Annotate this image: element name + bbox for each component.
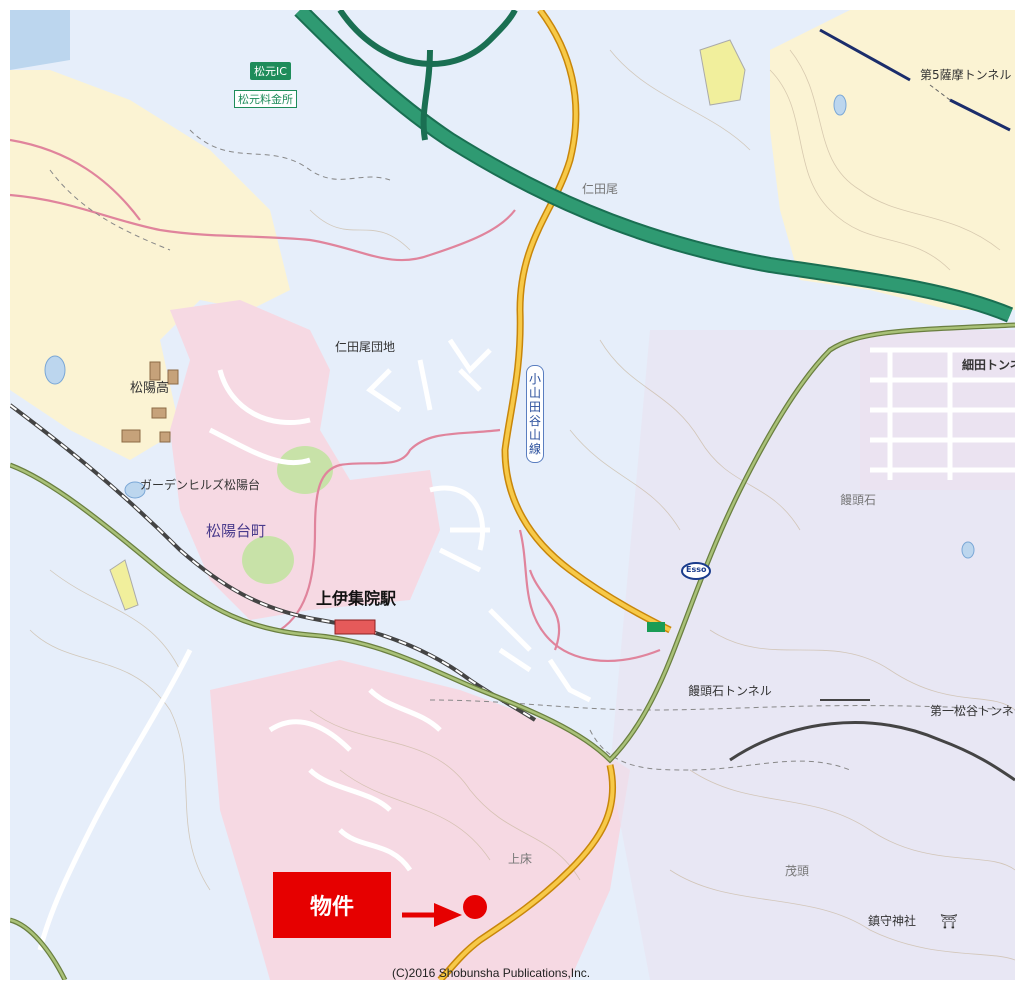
national-roads [10, 322, 1015, 980]
pond-2 [124, 481, 146, 499]
park-shoyodai [242, 536, 294, 584]
local-roads [10, 138, 661, 662]
area-label-nitao: 仁田尾 [582, 182, 619, 196]
water-top-left [10, 10, 70, 70]
route-badge: 小 山 田 谷 山 線 [526, 365, 544, 463]
pond-3 [833, 94, 847, 116]
tollgate-label[interactable]: 松元料金所 [234, 90, 297, 108]
forest-area-northwest [10, 70, 290, 460]
tunnel-label-hosoda: 細田トンネ [962, 358, 1015, 372]
tunnel-label-daiichi-matsutani: 第一松谷トンネ [930, 704, 1014, 718]
copyright-notice: (C)2016 Shobunsha Publications,Inc. [392, 966, 591, 980]
parking-icon [647, 622, 665, 632]
contour-lines [29, 49, 1015, 961]
pond-1 [44, 355, 66, 385]
school-label[interactable]: 松陽高 [130, 381, 170, 396]
shrine-icon: ⛩ [940, 914, 958, 930]
pond-4 [961, 541, 975, 559]
area-label-shoyodai-cho: 松陽台町 [206, 522, 267, 540]
tunnel-label-satsuma: 第5薩摩トンネル [920, 68, 1012, 82]
area-label-nitao-danchi: 仁田尾団地 [335, 340, 396, 354]
tunnel-label-manjuishi: 饅頭石トンネル [688, 684, 772, 698]
expressway [294, 10, 1014, 323]
route-badge-char: 線 [528, 442, 541, 456]
station-building [334, 619, 376, 635]
route-badge-char: 山 [528, 428, 541, 442]
property-marker [463, 895, 487, 919]
park-west [109, 559, 139, 611]
route-badge-char: 田 [528, 400, 541, 414]
gas-station-label[interactable]: Esso [686, 565, 707, 574]
route-badge-char: 小 [528, 372, 541, 386]
gas-station-icon [681, 562, 711, 580]
minor-roads [37, 338, 1015, 951]
route-badge-char: 山 [528, 386, 541, 400]
area-label-garden-hills: ガーデンヒルズ松陽台 [140, 478, 261, 492]
map-canvas[interactable]: ⛩ 松元IC 松元料金所 第5薩摩トンネル 仁田尾 仁田尾団地 松陽高 ガーデン… [10, 10, 1015, 980]
area-east [610, 330, 1015, 980]
shrine-label[interactable]: 鎮守神社 [868, 914, 917, 928]
prefectural-roads [437, 10, 672, 980]
school-buildings [121, 361, 179, 443]
area-label-shigeno: 茂頭 [785, 864, 810, 878]
area-label-manjuishi: 饅頭石 [840, 493, 877, 507]
area-label-kamitoko: 上床 [508, 852, 533, 866]
route-badge-char: 谷 [528, 414, 541, 428]
property-callout[interactable]: 物件 [273, 872, 391, 938]
callout-arrow-head [434, 903, 462, 927]
ic-label[interactable]: 松元IC [250, 62, 291, 80]
railway [10, 28, 1015, 782]
park-garden-hills [277, 446, 333, 494]
park-top [699, 39, 746, 106]
forest-area-northeast [770, 10, 1015, 310]
station-label[interactable]: 上伊集院駅 [316, 589, 397, 608]
